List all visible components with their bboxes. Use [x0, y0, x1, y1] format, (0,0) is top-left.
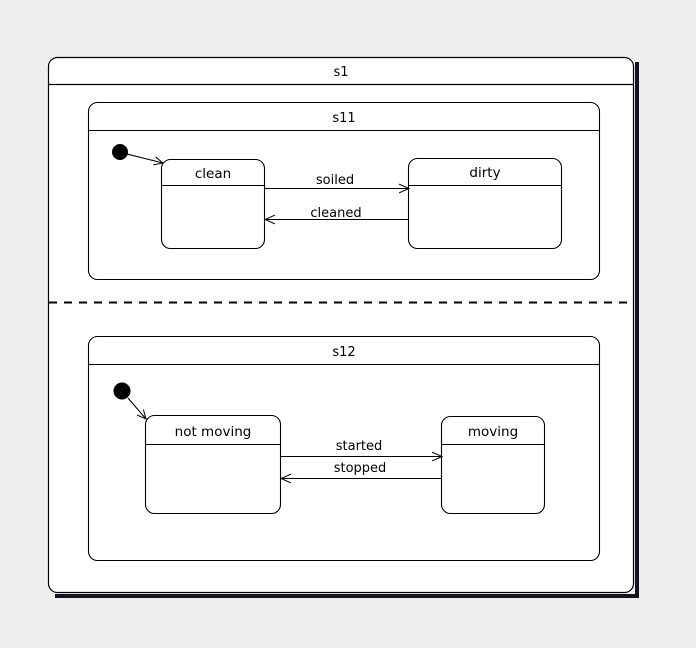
s1-shadow: [55, 62, 639, 598]
state-not-moving[interactable]: not moving: [144, 414, 282, 515]
composite-state-s1-label: s1: [333, 65, 348, 80]
state-moving-body: [440, 415, 546, 515]
initial-state-s12-dot[interactable]: [113, 382, 131, 400]
initial-state-s11-dot[interactable]: [112, 144, 128, 160]
region-s11-label: s11: [332, 111, 355, 126]
transition-started-label: started: [336, 439, 383, 454]
state-not-moving-body: [144, 414, 282, 515]
transition-cleaned[interactable]: cleaned: [265, 206, 409, 221]
transition-started[interactable]: started: [280, 439, 442, 457]
region-s12-label: s12: [332, 345, 355, 360]
state-moving-label: moving: [468, 424, 518, 440]
initial-transition-s11[interactable]: [126, 153, 163, 163]
state-clean-body: [160, 158, 266, 250]
state-not-moving-label: not moving: [175, 424, 252, 440]
state-clean-label: clean: [195, 166, 231, 182]
region-s11[interactable]: s11 clean dirty soiled: [87, 101, 601, 281]
state-dirty[interactable]: dirty: [407, 157, 563, 250]
state-dirty-label: dirty: [469, 165, 500, 181]
state-dirty-body: [407, 157, 563, 250]
state-clean[interactable]: clean: [160, 158, 266, 250]
transition-soiled-label: soiled: [316, 173, 354, 188]
transition-soiled[interactable]: soiled: [264, 173, 409, 189]
transition-cleaned-label: cleaned: [310, 206, 361, 221]
transition-stopped-label: stopped: [334, 461, 387, 476]
transition-stopped[interactable]: stopped: [281, 461, 442, 479]
region-s12[interactable]: s12 not moving moving started: [87, 335, 601, 562]
state-moving[interactable]: moving: [440, 415, 546, 515]
initial-transition-s12[interactable]: [127, 397, 146, 419]
